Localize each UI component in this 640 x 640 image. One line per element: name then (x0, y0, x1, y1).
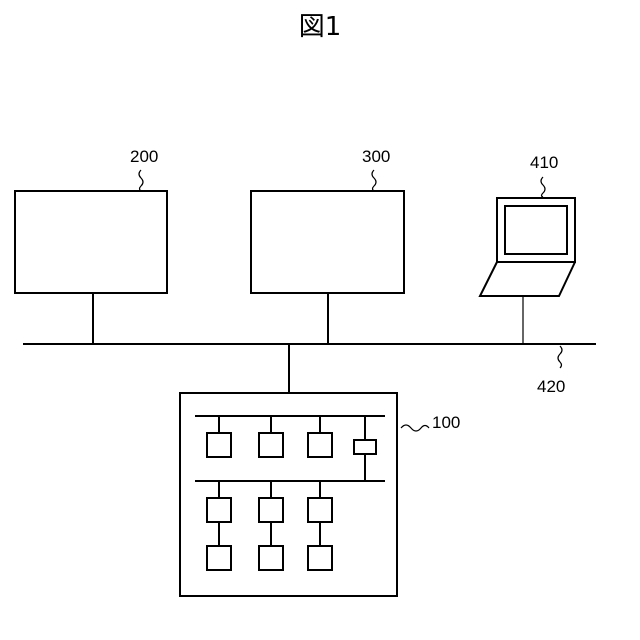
server-200-label: 200 (130, 147, 158, 166)
laptop-leader (541, 177, 545, 197)
controller-100: 100 (180, 344, 460, 596)
laptop-label: 410 (530, 153, 558, 172)
module-block (259, 433, 283, 457)
server-300-leader (372, 170, 376, 191)
controller-label: 100 (432, 413, 460, 432)
module-block (207, 498, 231, 522)
module-block (308, 433, 332, 457)
module-block (259, 546, 283, 570)
module-block (308, 546, 332, 570)
server-200-box (15, 191, 167, 293)
controller-leader (401, 425, 429, 431)
server-300-box (251, 191, 404, 293)
network-label: 420 (537, 377, 565, 396)
laptop-keyboard-base (480, 262, 575, 296)
server-200: 200 (15, 147, 167, 344)
network-leader (558, 346, 562, 368)
network-420: 420 (23, 344, 596, 396)
module-block (308, 498, 332, 522)
module-block (259, 498, 283, 522)
module-block (207, 546, 231, 570)
laptop-screen-outer (497, 198, 575, 262)
server-200-leader (139, 170, 143, 191)
server-300-label: 300 (362, 147, 390, 166)
server-300: 300 (251, 147, 404, 344)
bus-bridge-block (354, 440, 376, 454)
module-block (207, 433, 231, 457)
laptop-410: 410 (480, 153, 575, 344)
